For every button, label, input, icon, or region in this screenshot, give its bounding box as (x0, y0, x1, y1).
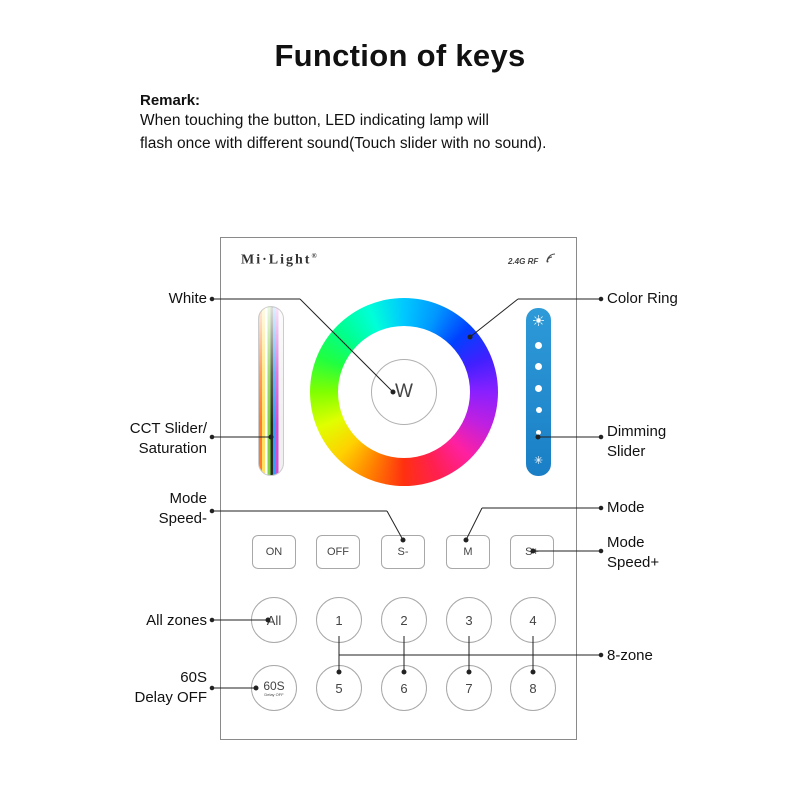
brightness-high-icon: ☀ (531, 313, 546, 330)
label-mode-speed-plus-1: Mode (607, 534, 645, 551)
dimming-level-dot (535, 342, 542, 349)
remark-heading: Remark: (140, 92, 201, 109)
zone-1-button[interactable]: 1 (316, 597, 362, 643)
brand-logo: Mi·Light® (241, 252, 319, 269)
rf-label: 2.4G RF (508, 257, 539, 266)
delay-button-sublabel: Delay OFF (264, 691, 284, 697)
delay-button-label: 60S (263, 678, 285, 693)
label-delay-1: 60S (180, 669, 207, 686)
label-dimming-2: Slider (607, 443, 646, 460)
remark-line-2: flash once with different sound(Touch sl… (140, 135, 547, 152)
label-cct-2: Saturation (138, 440, 207, 457)
label-mode-speed-minus-1: Mode (169, 490, 207, 507)
label-mode-speed-minus-2: Speed- (158, 510, 207, 527)
signal-icon (546, 253, 556, 263)
dimming-level-dot (536, 430, 541, 435)
dimming-slider[interactable]: ☀ ✳ (526, 308, 551, 476)
brightness-low-icon: ✳ (533, 455, 544, 467)
label-8-zone: 8-zone (607, 647, 653, 664)
label-white: White (168, 290, 207, 307)
cct-saturation-slider[interactable] (258, 306, 284, 476)
label-delay-2: Delay OFF (134, 689, 207, 706)
zone-2-button[interactable]: 2 (381, 597, 427, 643)
dimming-level-dot (535, 363, 542, 370)
page-title: Function of keys (274, 38, 526, 73)
white-button[interactable]: W (371, 359, 437, 425)
brand-mark: ® (311, 252, 319, 260)
label-color-ring: Color Ring (607, 290, 678, 307)
off-button[interactable]: OFF (316, 535, 360, 569)
dimming-level-dot (535, 385, 542, 392)
zone-8-button[interactable]: 8 (510, 665, 556, 711)
label-mode: Mode (607, 499, 645, 516)
label-all-zones: All zones (146, 612, 207, 629)
label-dimming-1: Dimming (607, 423, 667, 440)
dimming-level-dot (535, 407, 542, 413)
label-cct-1: CCT Slider/ (129, 420, 207, 437)
brand-text: Mi·Light (241, 252, 312, 268)
on-button[interactable]: ON (252, 535, 296, 569)
remark-line-1: When touching the button, LED indicating… (140, 112, 489, 129)
label-mode-speed-plus-2: Speed+ (607, 554, 660, 571)
